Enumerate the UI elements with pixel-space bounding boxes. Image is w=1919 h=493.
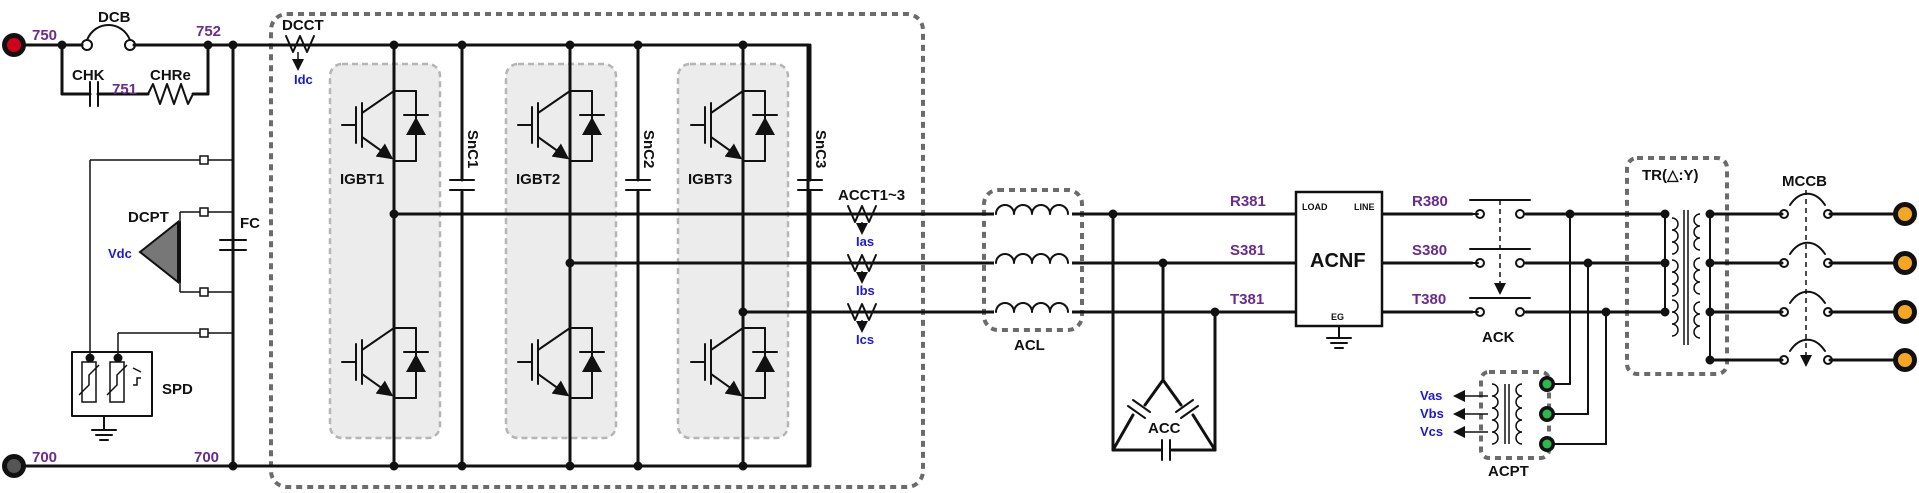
ack-label: ACK [1482, 329, 1515, 346]
acnf-label: ACNF [1310, 250, 1366, 272]
snc1-label: SnC1 [464, 130, 481, 168]
dcb-label: DCB [98, 9, 131, 26]
fc-label: FC [240, 215, 260, 232]
junction-dots [57, 40, 1715, 471]
acct-sensor-icons [847, 205, 877, 333]
node-700-right-label: 700 [194, 449, 219, 466]
acc-label: ACC [1148, 420, 1181, 437]
acpt-label: ACPT [1488, 463, 1529, 480]
tr-boundary [1625, 156, 1729, 376]
acl-boundary [982, 188, 1084, 332]
acnf-filter-box [1294, 190, 1384, 339]
ibs-label: Ibs [856, 283, 875, 298]
igbt2-label: IGBT2 [516, 171, 560, 188]
precharge-branch [60, 43, 210, 107]
t381-label: T381 [1230, 291, 1264, 308]
dcpt-label: DCPT [128, 209, 169, 226]
chk-label: CHK [72, 67, 105, 84]
acnf-load-label: LOAD [1302, 202, 1328, 212]
vas-label: Vas [1420, 388, 1442, 403]
acnf-ground-icon [1326, 337, 1352, 349]
idc-label: Idc [294, 72, 313, 87]
vcs-label: Vcs [1420, 424, 1443, 439]
igbt-switch-icons [341, 90, 778, 399]
node-751-label: 751 [112, 81, 137, 98]
vbs-label: Vbs [1420, 406, 1444, 421]
mccb-label: MCCB [1782, 173, 1827, 190]
acc-capacitor-delta [1111, 212, 1217, 461]
acpt-terminals [1539, 376, 1555, 452]
acpt-wiring [1453, 213, 1607, 445]
igbt1-module [328, 62, 442, 440]
dcct-label: DCCT [282, 17, 324, 34]
ac-phase-wires [392, 212, 1900, 362]
s380-label: S380 [1412, 242, 1447, 259]
node-700-left-label: 700 [32, 449, 57, 466]
igbt3-module [676, 62, 790, 440]
ics-label: Ics [856, 332, 874, 347]
node-752-label: 752 [196, 23, 221, 40]
transformer-icon [1664, 210, 1711, 361]
mccb-breaker [1779, 190, 1833, 367]
node-750-label: 750 [32, 27, 57, 44]
acnf-eg-label: EG [1331, 312, 1344, 322]
snc2-label: SnC2 [640, 130, 657, 168]
igbt-legs [392, 43, 823, 468]
igbt2-module [504, 62, 618, 440]
spd-box [71, 351, 153, 431]
s381-label: S381 [1230, 242, 1265, 259]
dc-negative-terminal [2, 454, 26, 478]
spd-ground-icon [91, 429, 117, 441]
r381-label: R381 [1230, 193, 1266, 210]
vdc-label: Vdc [108, 246, 132, 261]
ack-contactor [1469, 199, 1531, 317]
acpt-boundary [1479, 370, 1551, 460]
igbt1-label: IGBT1 [340, 171, 384, 188]
tr-label: TR(△:Y) [1642, 167, 1699, 184]
acl-inductor-icons [994, 200, 1072, 320]
ac-output-terminals [1893, 202, 1917, 372]
acnf-line-label: LINE [1354, 202, 1375, 212]
inverter-boundary [269, 12, 925, 489]
dc-positive-terminal [2, 33, 26, 57]
chre-label: CHRe [150, 67, 191, 84]
igbt3-label: IGBT3 [688, 171, 732, 188]
spd-label: SPD [162, 381, 193, 398]
dcb-breaker [81, 24, 136, 51]
snc3-label: SnC3 [812, 130, 829, 168]
t380-label: T380 [1412, 291, 1446, 308]
r380-label: R380 [1412, 193, 1448, 210]
acl-label: ACL [1014, 337, 1045, 354]
dc-positive-bus [22, 43, 810, 468]
acct-label: ACCT1~3 [838, 187, 905, 204]
dcpt-sensor-icon [138, 219, 181, 285]
ias-label: Ias [856, 234, 874, 249]
dcct-sensor-icon [285, 35, 315, 71]
fc-capacitor [219, 43, 247, 251]
